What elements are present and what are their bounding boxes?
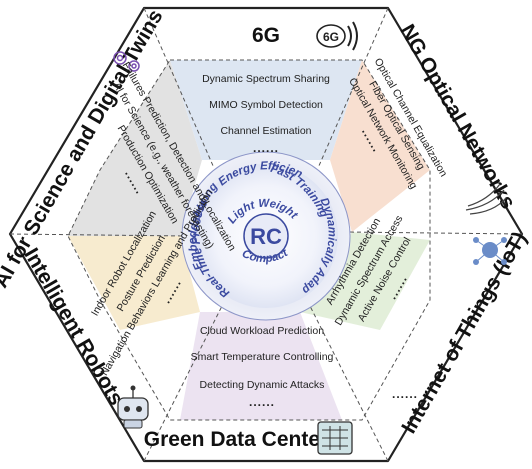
iot-network-icon xyxy=(473,237,507,265)
item-channel-estimation: Channel Estimation xyxy=(220,125,311,137)
more-applications-ellipsis: ...... xyxy=(392,387,418,401)
sector-ai-panel xyxy=(68,60,202,236)
sector-6g-panel xyxy=(170,60,362,160)
item-smart-temperature-controlling: Smart Temperature Controlling xyxy=(191,351,334,363)
sector-title-datacenter: Green Data Center xyxy=(144,428,328,451)
item-more-6g: ...... xyxy=(253,141,279,155)
robot-icon xyxy=(117,385,149,429)
item-more-datacenter: ...... xyxy=(249,395,275,409)
sector-title-6g: 6G xyxy=(252,24,280,47)
gear-icon xyxy=(113,51,140,72)
server-rack-icon xyxy=(317,421,353,455)
sector-datacenter-panel xyxy=(180,312,342,420)
sector-iot-panel xyxy=(300,232,430,330)
core-inner-ring xyxy=(243,213,289,259)
item-mimo-symbol-detection: MIMO Symbol Detection xyxy=(209,99,323,111)
item-dynamic-spectrum-sharing: Dynamic Spectrum Sharing xyxy=(202,73,330,85)
sector-robots-panel xyxy=(68,236,200,330)
item-cloud-workload-prediction: Cloud Workload Prediction xyxy=(200,325,324,337)
6g-signal-icon: 6G xyxy=(316,21,358,51)
svg-text:6G: 6G xyxy=(323,30,339,44)
core-label: RC xyxy=(250,224,282,249)
sector-optical-panel xyxy=(330,60,430,232)
fiber-optic-icon xyxy=(465,183,507,215)
item-detecting-dynamic-attacks: Detecting Dynamic Attacks xyxy=(200,379,325,391)
sector-dividers xyxy=(9,7,523,462)
